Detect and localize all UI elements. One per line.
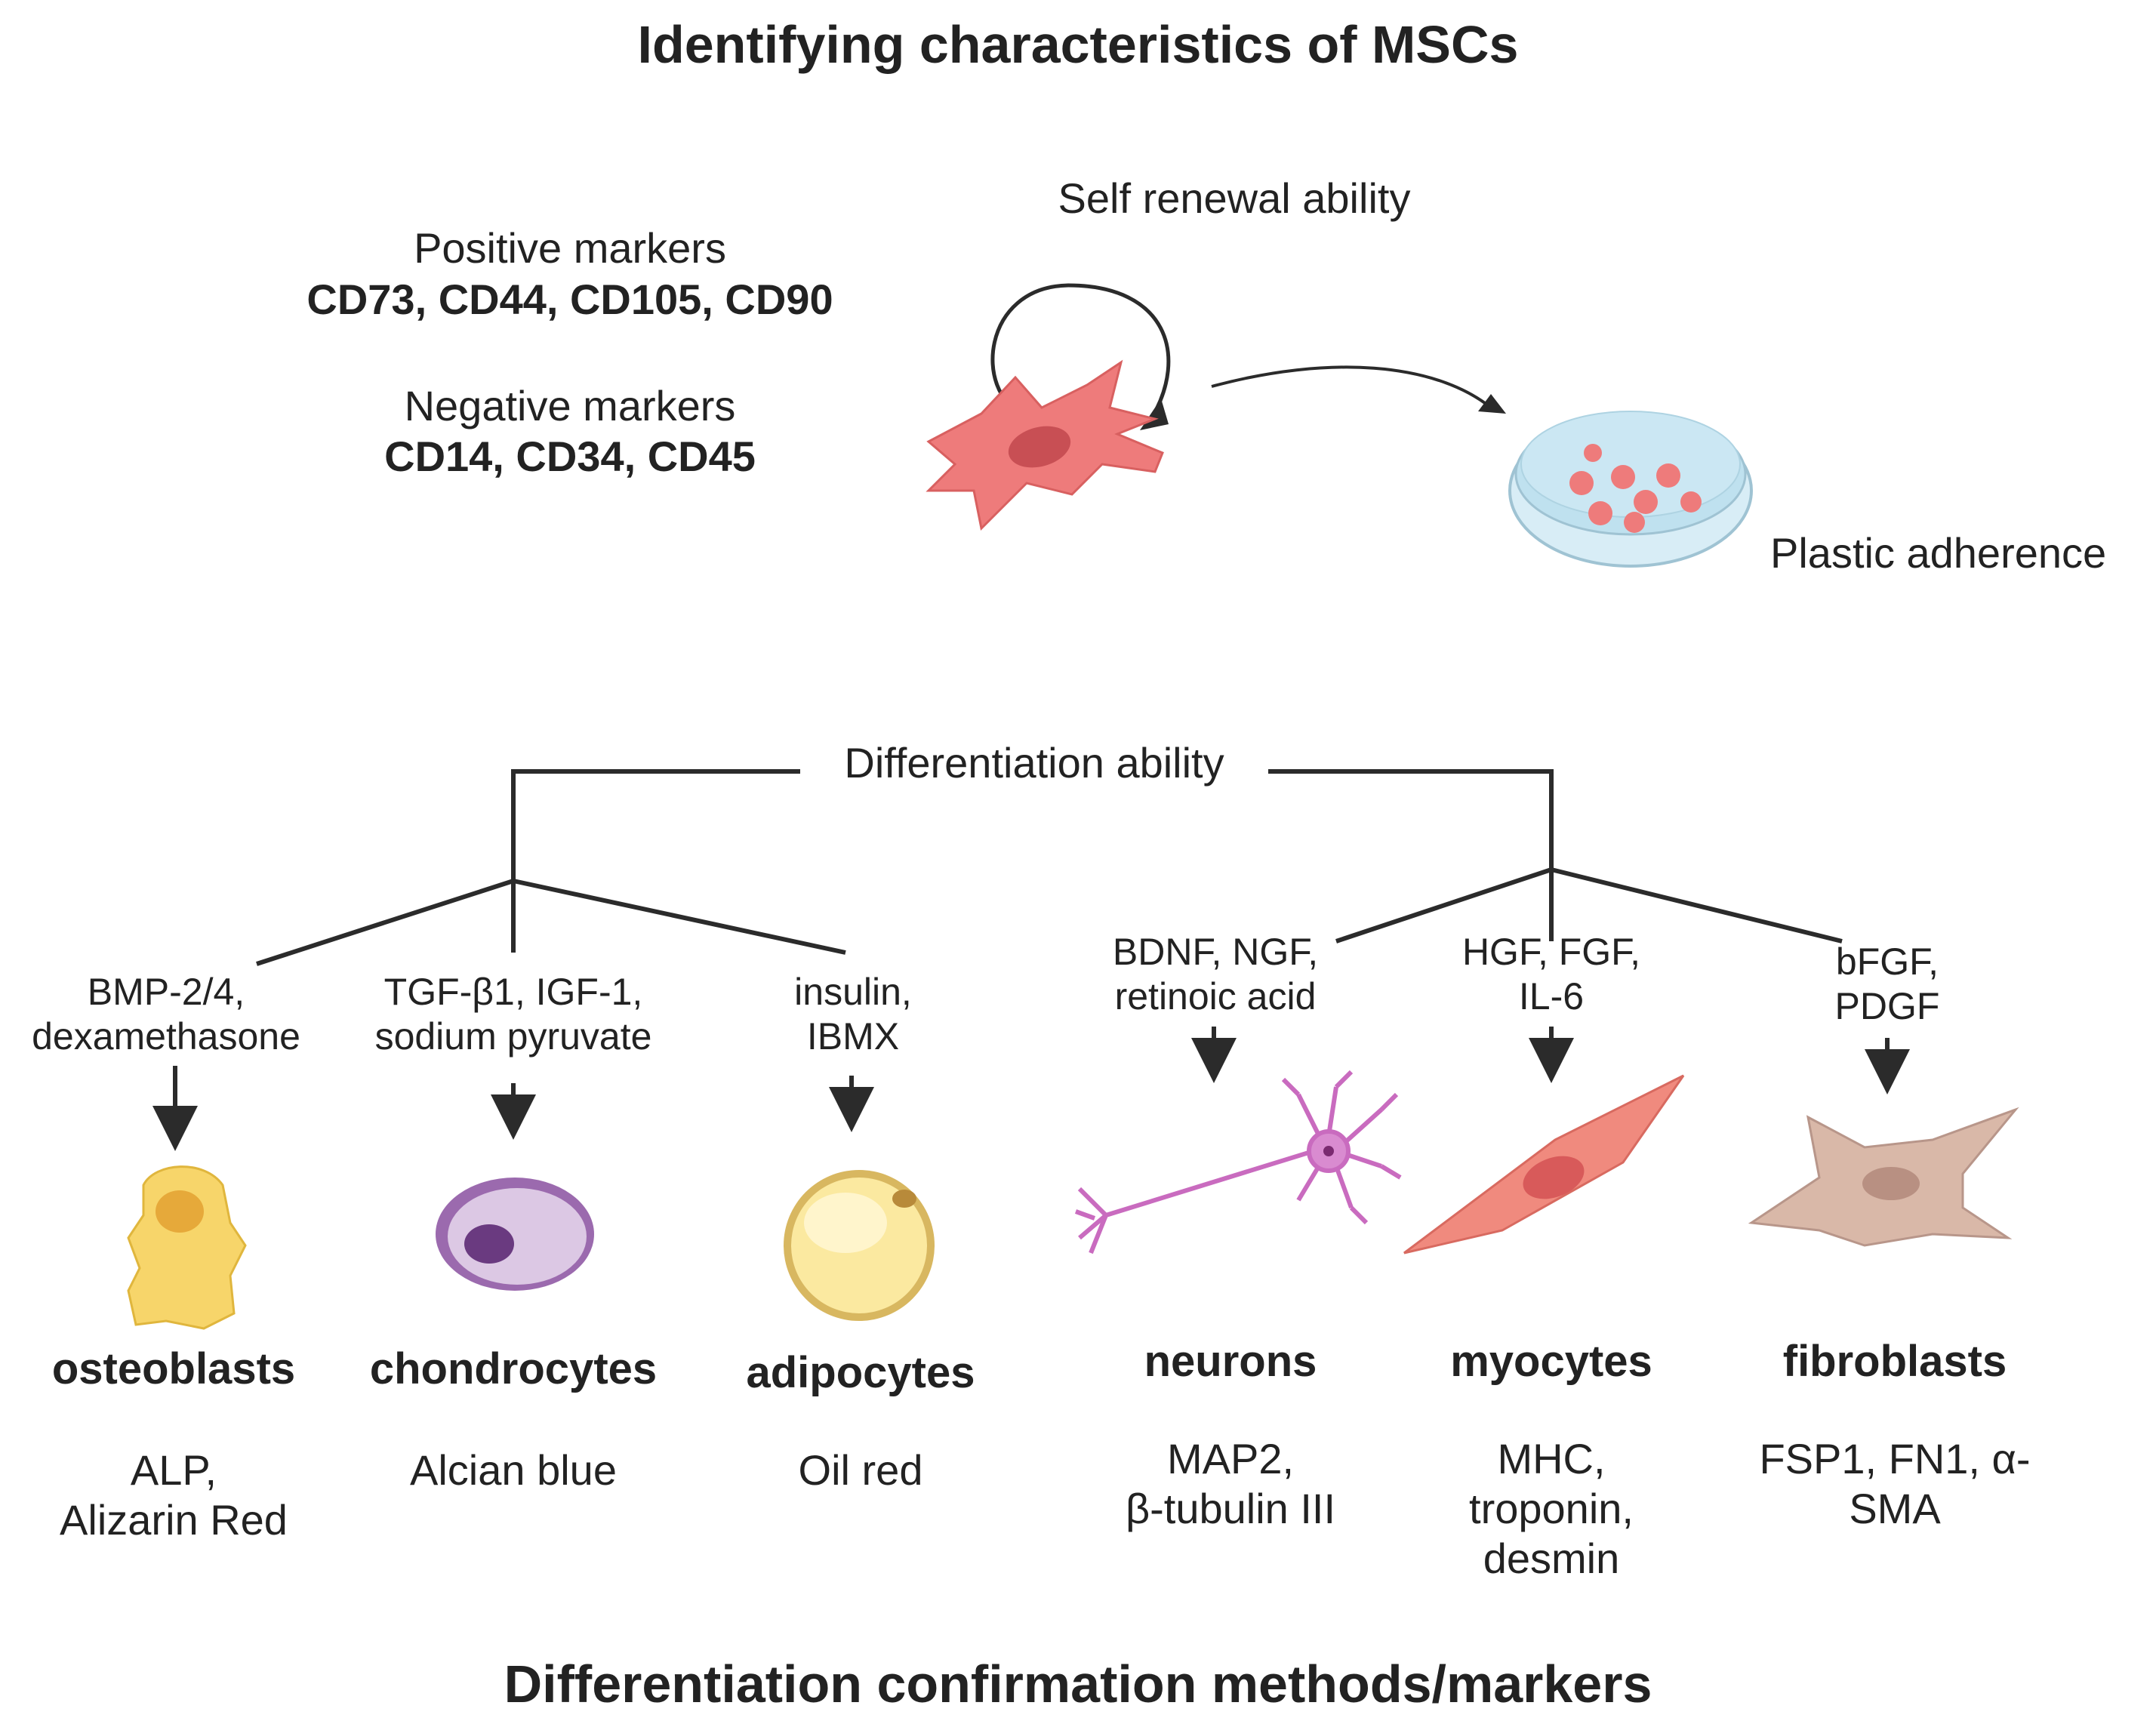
factor-line: dexamethasone <box>32 1015 300 1057</box>
marker-line: desmin <box>1483 1535 1620 1583</box>
factors-myocytes: HGF, FGF, IL-6 <box>1404 930 1699 1019</box>
positive-markers-values: CD73, CD44, CD105, CD90 <box>306 276 833 323</box>
adipocyte-icon <box>784 1170 935 1321</box>
chondrocyte-icon <box>436 1178 594 1291</box>
factor-line: TGF-β1, IGF-1, <box>383 971 643 1013</box>
markers-myocytes: MHC, troponin, desmin <box>1404 1434 1699 1584</box>
marker-line: Oil red <box>798 1446 923 1494</box>
plastic-adherence-arrow-icon <box>1211 365 1506 414</box>
lineage-arrows <box>152 1027 1910 1151</box>
markers-osteoblasts: ALP, Alizarin Red <box>0 1445 347 1545</box>
marker-line: MAP2, <box>1166 1435 1295 1482</box>
neuron-icon <box>1074 1070 1402 1255</box>
factor-line: BMP-2/4, <box>87 971 245 1013</box>
factor-line: insulin, <box>794 971 912 1013</box>
cell-label-neurons: neurons <box>1144 1337 1317 1386</box>
marker-line: troponin, <box>1469 1485 1634 1533</box>
factor-line: BDNF, NGF, <box>1112 931 1319 973</box>
petri-dish-icon <box>1508 411 1753 568</box>
markers-chondrocytes: Alcian blue <box>347 1445 679 1495</box>
cell-label-myocytes: myocytes <box>1450 1337 1652 1386</box>
plastic-adherence-label: Plastic adherence <box>1770 529 2107 577</box>
marker-line: β-tubulin III <box>1125 1485 1336 1533</box>
fibroblast-icon <box>1748 1107 2019 1247</box>
markers-fibroblasts: FSP1, FN1, α- SMA <box>1721 1434 2068 1534</box>
markers-adipocytes: Oil red <box>695 1445 1027 1495</box>
factors-osteoblasts: BMP-2/4, dexamethasone <box>0 970 332 1059</box>
page-title: Identifying characteristics of MSCs <box>637 15 1519 74</box>
differentiation-ability-label: Differentiation ability <box>844 739 1224 787</box>
factors-chondrocytes: TGF-β1, IGF-1, sodium pyruvate <box>347 970 679 1059</box>
osteoblast-icon <box>127 1165 247 1330</box>
cell-label-osteoblasts: osteoblasts <box>51 1344 296 1393</box>
myocyte-icon <box>1403 1074 1685 1255</box>
marker-line: ALP, <box>130 1446 217 1494</box>
factor-line: PDGF <box>1834 985 1940 1027</box>
self-renewal-label: Self renewal ability <box>1058 174 1411 222</box>
marker-line: Alizarin Red <box>60 1496 288 1544</box>
marker-line: FSP1, FN1, α- <box>1759 1435 2031 1482</box>
factors-adipocytes: insulin, IBMX <box>695 970 1012 1059</box>
cell-label-adipocytes: adipocytes <box>746 1348 975 1397</box>
markers-neurons: MAP2, β-tubulin III <box>1080 1434 1381 1534</box>
msc-cell-icon <box>926 359 1164 531</box>
bottom-title: Differentiation confirmation methods/mar… <box>504 1655 1652 1713</box>
factor-line: HGF, FGF, <box>1461 931 1641 973</box>
marker-line: Alcian blue <box>410 1446 617 1494</box>
differentiation-tree <box>256 769 1843 966</box>
marker-line: SMA <box>1849 1485 1941 1533</box>
factor-line: retinoic acid <box>1114 975 1317 1017</box>
factor-line: IL-6 <box>1518 975 1585 1017</box>
factor-line: IBMX <box>806 1015 900 1057</box>
factor-line: bFGF, <box>1835 941 1939 983</box>
factor-line: sodium pyruvate <box>374 1015 652 1057</box>
marker-line: MHC, <box>1497 1435 1606 1482</box>
factors-neurons: BDNF, NGF, retinoic acid <box>1064 930 1366 1019</box>
cell-label-chondrocytes: chondrocytes <box>369 1344 658 1393</box>
positive-markers-label: Positive markers <box>414 224 726 272</box>
negative-markers-values: CD14, CD34, CD45 <box>384 433 756 480</box>
negative-markers-label: Negative markers <box>404 382 736 429</box>
cell-label-fibroblasts: fibroblasts <box>1782 1337 2007 1386</box>
factors-fibroblasts: bFGF, PDGF <box>1751 940 2023 1029</box>
